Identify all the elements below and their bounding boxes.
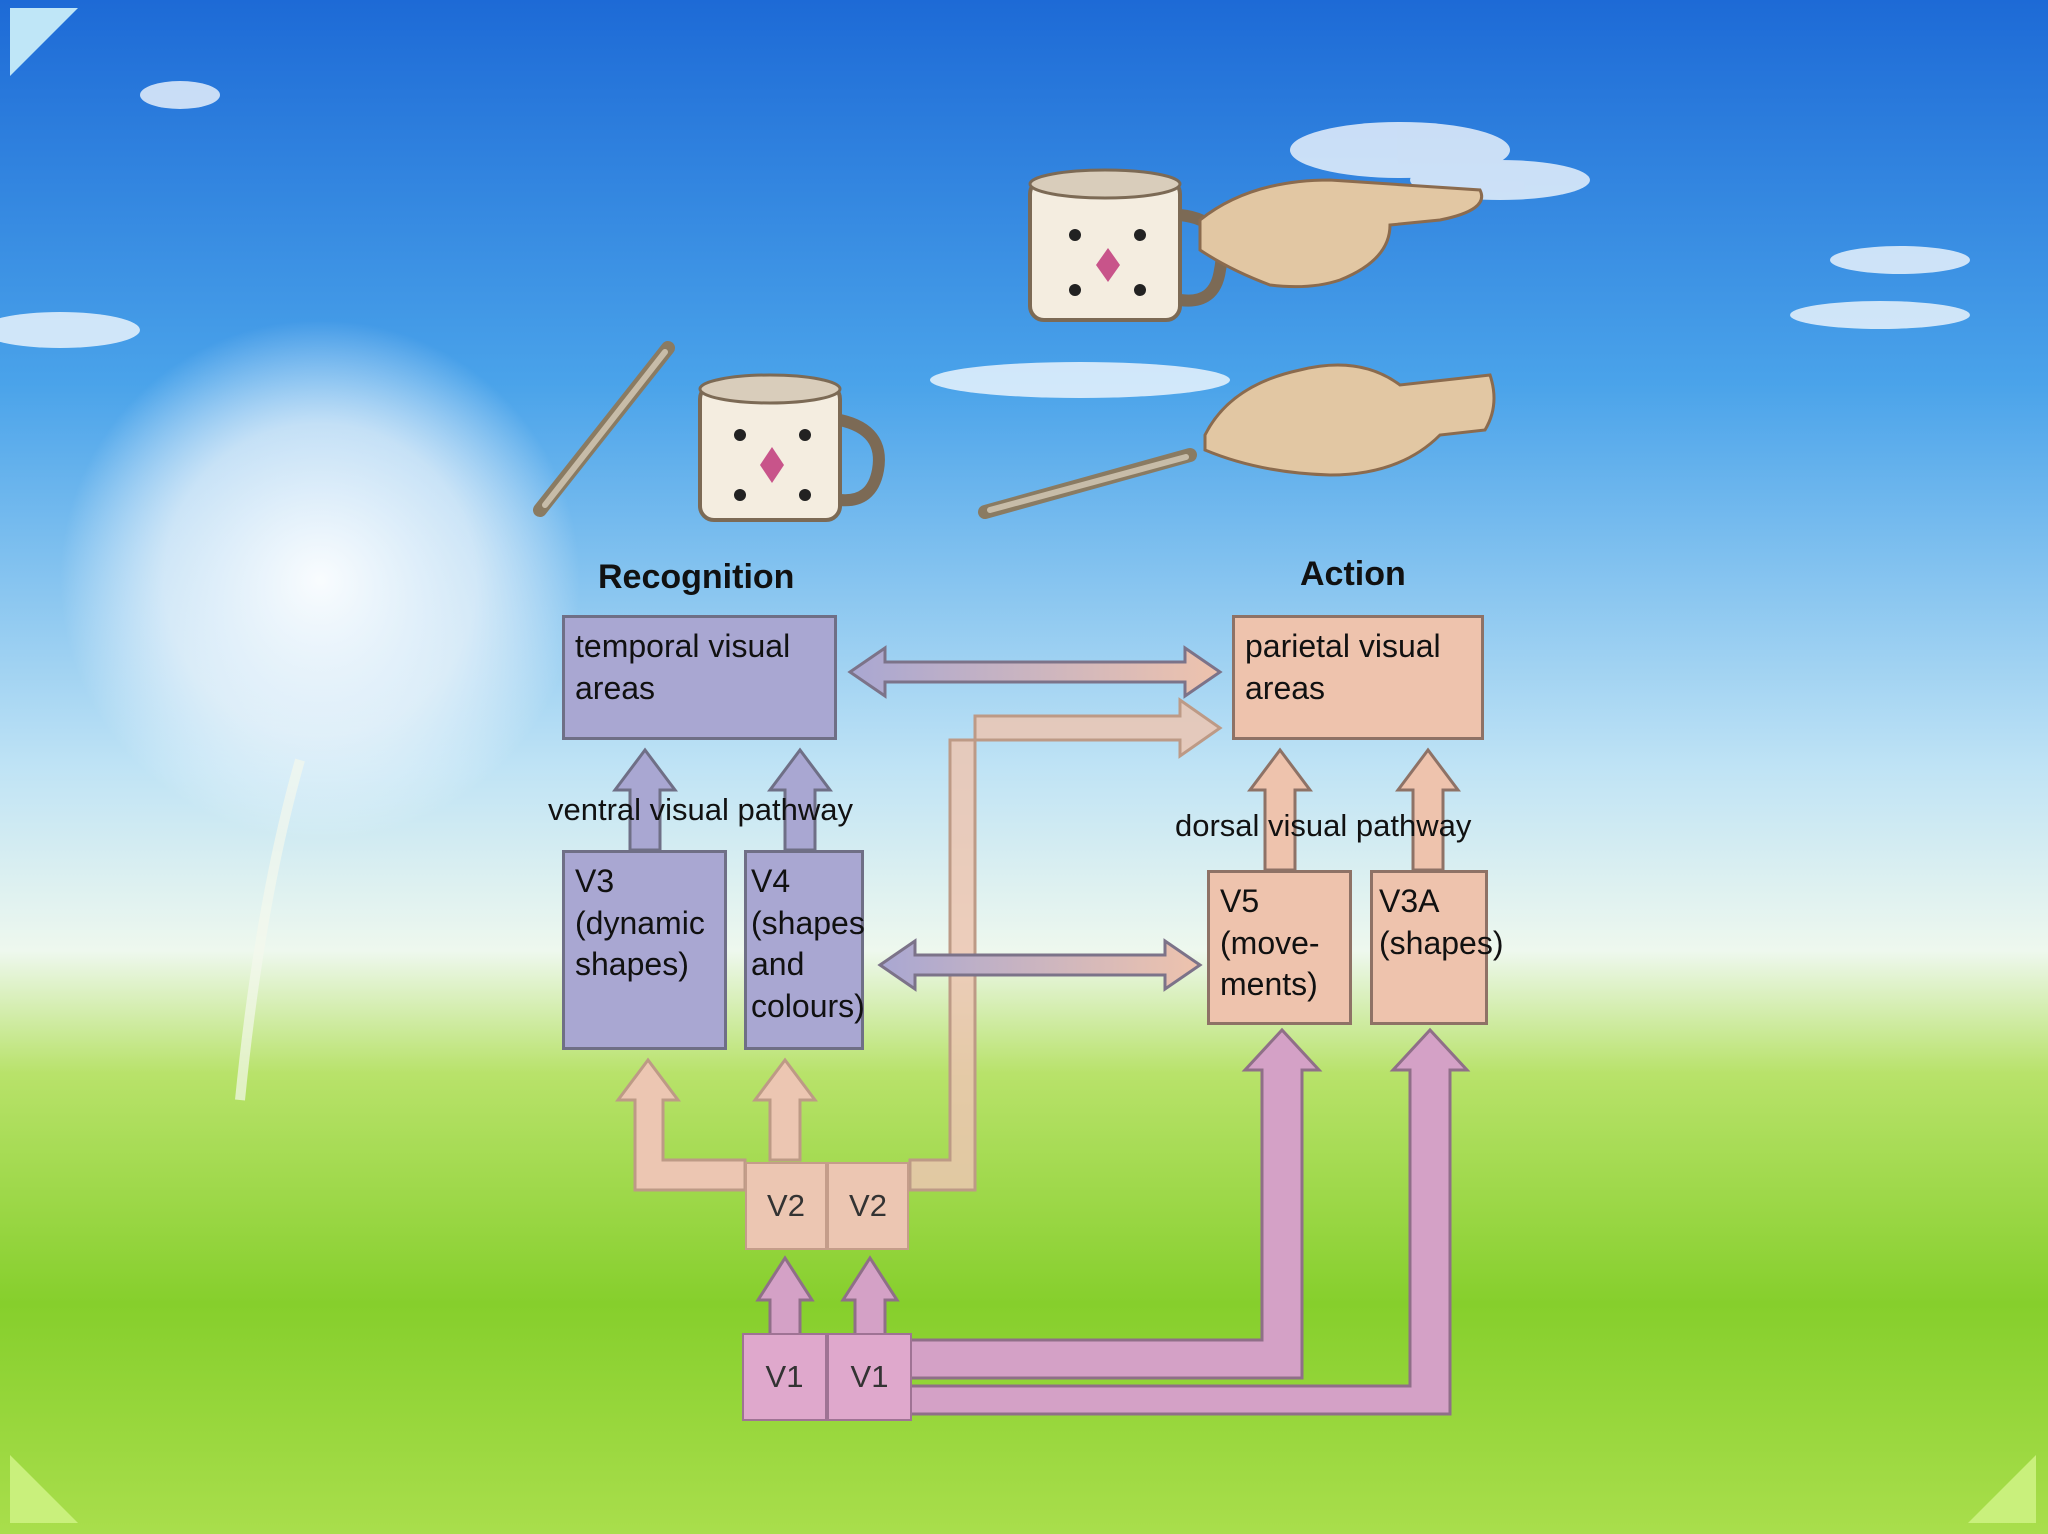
clouds — [0, 81, 1970, 398]
arrow-v2-to-parietal — [908, 697, 1223, 1192]
v2-left-box: V2 — [745, 1162, 827, 1250]
temporal-visual-areas-box: temporal visual areas — [562, 615, 837, 740]
corner-first-icon[interactable] — [10, 1455, 78, 1523]
arrow-v3a-to-parietal — [1395, 747, 1461, 872]
action-title: Action — [1300, 555, 1406, 593]
arrow-v3-to-temporal — [612, 747, 678, 852]
v3-box: V3 (dynamic shapes) — [562, 850, 727, 1050]
v1-right-box: V1 — [827, 1333, 912, 1421]
dandelion — [60, 320, 580, 840]
v5-box: V5 (move- ments) — [1207, 870, 1352, 1025]
corner-next-icon[interactable] — [1968, 1455, 2036, 1523]
mug-icon — [698, 373, 885, 522]
pen-icon — [533, 341, 675, 517]
corner-prev-icon[interactable] — [10, 8, 78, 76]
arrow-v4-to-temporal — [767, 747, 833, 852]
arrow-v2-to-v4 — [752, 1057, 818, 1162]
pen-icon — [978, 448, 1197, 519]
v1-left-box: V1 — [742, 1333, 827, 1421]
mug-icon — [1028, 168, 1228, 322]
v3a-box: V3A (shapes) — [1370, 870, 1504, 1025]
double-arrow-temporal-parietal — [847, 645, 1223, 699]
hand-icon — [1203, 363, 1496, 477]
parietal-visual-areas-box: parietal visual areas — [1232, 615, 1484, 740]
arrow-v1-to-v5 — [908, 1027, 1323, 1380]
arrow-v1-to-v3a — [908, 1027, 1471, 1416]
v4-box: V4 (shapes and colours) — [744, 850, 865, 1050]
double-arrow-v4-v5 — [877, 938, 1203, 992]
arrow-v1-to-v2 — [755, 1255, 900, 1340]
v2-right-box: V2 — [827, 1162, 909, 1250]
arrow-v5-to-parietal — [1247, 747, 1313, 872]
arrow-v2-to-v3 — [615, 1057, 747, 1192]
ventral-pathway-label: ventral visual pathway — [548, 792, 853, 827]
recognition-title: Recognition — [598, 558, 795, 596]
hand-icon — [1198, 178, 1483, 289]
dorsal-pathway-label: dorsal visual pathway — [1175, 808, 1472, 843]
